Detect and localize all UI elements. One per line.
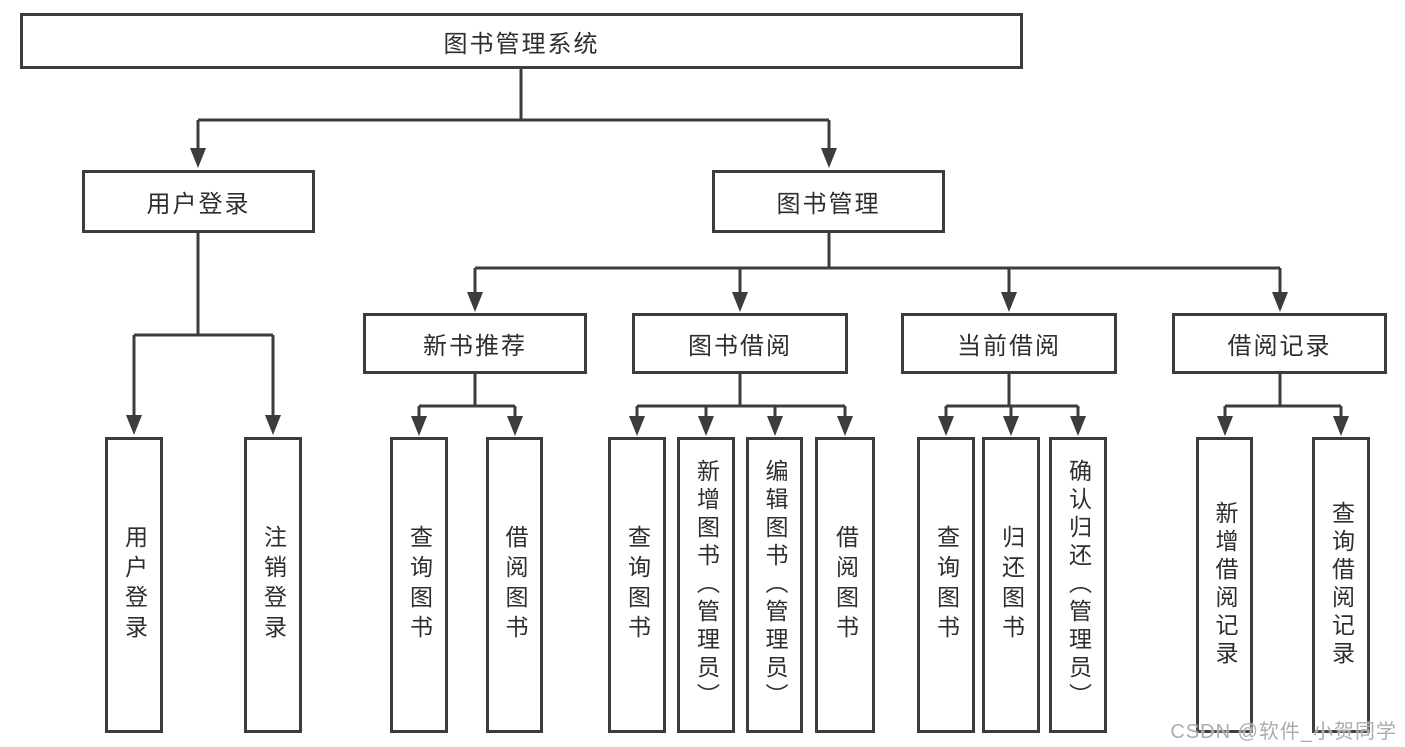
arrowheads: [126, 148, 1349, 436]
leaf-borrow-books: 借阅图书: [815, 437, 875, 733]
node-book-management: 图书管理: [712, 170, 945, 233]
leaf-user-login: 用户登录: [105, 437, 163, 733]
leaf-query-books-borrow: 查询图书: [608, 437, 666, 733]
node-current-borrowing: 当前借阅: [901, 313, 1117, 374]
leaf-query-books-recommend: 查询图书: [390, 437, 448, 733]
leaf-borrow-books-recommend: 借阅图书: [486, 437, 543, 733]
node-borrowing-records: 借阅记录: [1172, 313, 1387, 374]
csdn-watermark: CSDN @软件_小贺同学: [1170, 721, 1397, 743]
leaf-logout: 注销登录: [244, 437, 302, 733]
leaf-query-books-current: 查询图书: [917, 437, 975, 733]
node-book-borrowing: 图书借阅: [632, 313, 848, 374]
node-library-system: 图书管理系统: [20, 13, 1023, 69]
node-user-login: 用户登录: [82, 170, 315, 233]
node-new-book-recommendation: 新书推荐: [363, 313, 587, 374]
leaf-query-borrow-record: 查询借阅记录: [1312, 437, 1370, 733]
leaf-add-books-admin: 新增图书（管理员）: [677, 437, 735, 733]
leaf-edit-books-admin: 编辑图书（管理员）: [746, 437, 803, 733]
leaf-return-books: 归还图书: [982, 437, 1040, 733]
leaf-confirm-return-admin: 确认归还（管理员）: [1049, 437, 1107, 733]
leaf-add-borrow-record: 新增借阅记录: [1196, 437, 1253, 733]
